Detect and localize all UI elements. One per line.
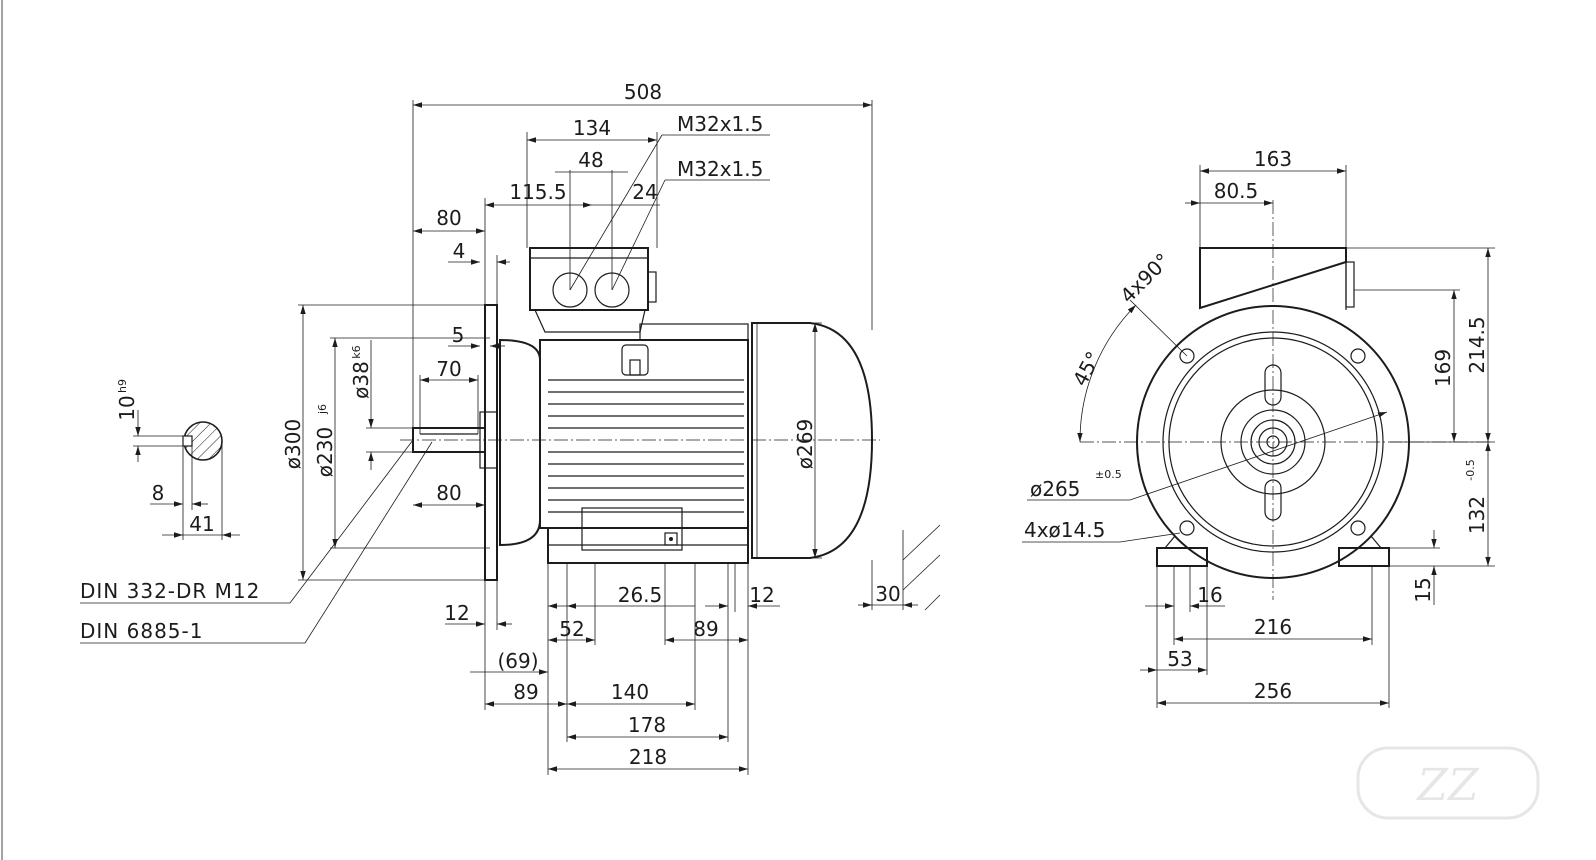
dim-holes: 4xø14.5 xyxy=(1024,518,1105,542)
dim-key-depth: 8 xyxy=(152,481,165,505)
note-key-standard: DIN 6885-1 xyxy=(80,619,203,643)
dim-angle-45: 45° xyxy=(1068,347,1106,390)
note-gland-thread-1: M32x1.5 xyxy=(677,112,763,136)
dim-clearance: 30 xyxy=(875,582,900,606)
dim-16: 16 xyxy=(1197,583,1222,607)
bolt-hole xyxy=(1179,520,1195,536)
dim-89: 89 xyxy=(513,680,538,704)
dim-shaft-length: 80 xyxy=(436,206,461,230)
dim-256: 256 xyxy=(1254,679,1292,703)
dim-height-169: 169 xyxy=(1431,349,1455,387)
dim-shaft-dia: ø38 xyxy=(349,361,373,399)
dim-pcd-tol: ±0.5 xyxy=(1095,468,1122,481)
fan-cowl xyxy=(751,322,874,559)
dim-box-offset: 115.5 xyxy=(509,180,566,204)
dim-53: 53 xyxy=(1167,647,1192,671)
dim-key-width: 10 xyxy=(115,395,139,420)
dim-box-width: 163 xyxy=(1254,147,1292,171)
dim-overall-length: 508 xyxy=(624,80,662,104)
dim-178: 178 xyxy=(628,713,666,737)
dim-spigot-depth: 5 xyxy=(452,323,465,347)
dim-shoulder: 4 xyxy=(453,239,466,263)
dim-shaft-height-end: 132 xyxy=(1465,496,1489,534)
dim-motor-dia: ø269 xyxy=(793,419,817,469)
dim-gland-offset: 24 xyxy=(632,180,657,204)
bolt-hole xyxy=(1179,348,1195,364)
cooling-fins xyxy=(548,379,744,513)
note-gland-thread-2: M32x1.5 xyxy=(677,157,763,181)
note-center-hole: DIN 332-DR M12 xyxy=(80,579,260,603)
dim-shaft-tol: k6 xyxy=(350,345,363,358)
dim-foot-gap: 12 xyxy=(749,583,774,607)
dim-box-half: 80.5 xyxy=(1214,179,1259,203)
dim-140: 140 xyxy=(611,680,649,704)
dim-hole-angle: 4x90° xyxy=(1115,248,1174,307)
bolt-hole xyxy=(1350,520,1366,536)
dim-spigot-dia: ø230 xyxy=(313,427,337,477)
dim-pcd: ø265 xyxy=(1030,477,1080,501)
dim-foot-thickness: 15 xyxy=(1411,577,1435,602)
dim-height-214: 214.5 xyxy=(1465,316,1489,373)
dim-key-tol: h9 xyxy=(116,379,129,393)
dim-foot-width: 26.5 xyxy=(618,583,663,607)
dim-spigot-tol: j6 xyxy=(316,404,329,415)
dim-gland-spacing: 48 xyxy=(578,148,603,172)
dim-flange-thickness: 12 xyxy=(444,601,469,625)
dim-shaft-height-tol: -0.5 xyxy=(1464,459,1477,480)
dim-shaft-length-lower: 80 xyxy=(436,481,461,505)
dim-216: 216 xyxy=(1254,615,1292,639)
terminal-box xyxy=(529,247,657,333)
dim-218: 218 xyxy=(629,745,667,769)
dim-89-right: 89 xyxy=(693,617,718,641)
watermark-text: ZZ xyxy=(1415,760,1480,811)
dim-key-length: 70 xyxy=(436,357,461,381)
key-section: 10 h9 8 41 xyxy=(115,379,240,540)
dim-box-span: 134 xyxy=(573,116,611,140)
watermark-logo: ZZ xyxy=(1356,746,1540,820)
bearing-shield xyxy=(499,338,541,547)
dim-flange-dia: ø300 xyxy=(281,419,305,469)
dim-69: (69) xyxy=(497,649,538,673)
end-view: 163 80.5 45° 4x90° ø265 ±0.5 4xø14.5 169… xyxy=(1022,147,1495,708)
bolt-hole xyxy=(1350,348,1366,364)
side-view: 508 134 48 115.5 24 M32x1.5 M32x1.5 80 4 xyxy=(80,80,941,775)
dim-52: 52 xyxy=(559,617,584,641)
dim-shaft-height: 41 xyxy=(189,512,214,536)
